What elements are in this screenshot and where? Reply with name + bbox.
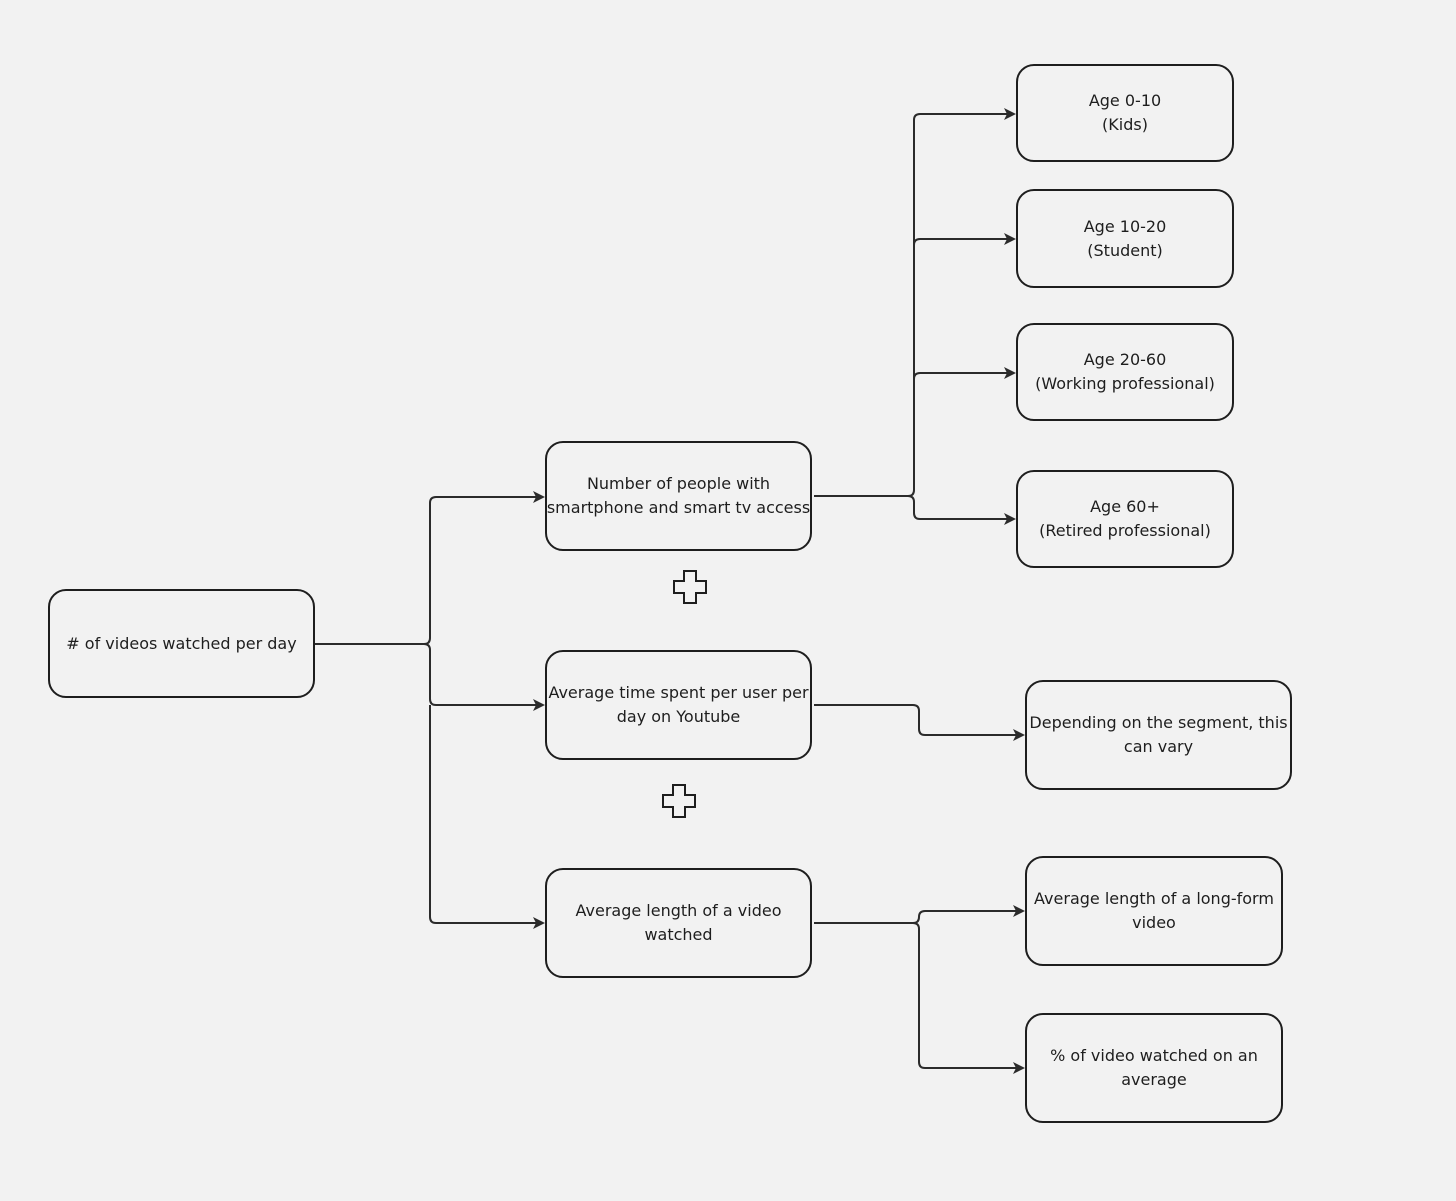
root-node-label: # of videos watched per day [66,633,297,653]
pct-watched-node: % of video watched on an average [1025,1013,1283,1123]
connector-length-to-longform [814,905,1025,924]
connector-people-to-retired [907,495,1016,525]
age-student-node: Age 10-20 (Student) [1016,189,1234,288]
people-access-node: Number of people with smartphone and sma… [545,441,812,551]
connector-length-to-pct [912,922,1025,1074]
people-access-node-label: Number of people with smartphone and sma… [546,474,811,517]
age-working-node: Age 20-60 (Working professional) [1016,323,1234,421]
connector-root-to-length [429,705,545,929]
segment-node-label: Depending on the segment, this can vary [1029,713,1288,756]
age-kids-node: Age 0-10 (Kids) [1016,64,1234,162]
age-retired-node: Age 60+ (Retired professional) [1016,470,1234,568]
age-kids-node-label: Age 0-10 (Kids) [1088,91,1162,134]
connector-root-to-people [315,491,545,645]
avg-length-node: Average length of a video watched [545,868,812,978]
long-form-length-node: Average length of a long-form video [1025,856,1283,966]
connector-people-to-working [913,367,1016,380]
connector-people-to-kids [814,108,1016,497]
age-working-node-label: Age 20-60 (Working professional) [1035,350,1215,393]
age-student-node-label: Age 10-20 (Student) [1083,216,1167,260]
avg-time-node: Average time spent per user per day on Y… [545,650,812,760]
plus-icon [662,784,696,818]
plus-icon [673,570,707,604]
avg-time-node-label: Average time spent per user per day on Y… [548,683,809,726]
connector-people-to-student [913,233,1016,246]
root-node: # of videos watched per day [48,589,315,698]
pct-watched-node-label: % of video watched on an average [1050,1046,1258,1089]
segment-node: Depending on the segment, this can vary [1025,680,1292,790]
age-retired-node-label: Age 60+ (Retired professional) [1039,497,1211,540]
avg-length-node-label: Average length of a video watched [575,901,782,944]
connector-root-to-time [315,643,545,711]
long-form-length-node-label: Average length of a long-form video [1034,889,1274,932]
connector-time-to-segment [814,704,1025,741]
